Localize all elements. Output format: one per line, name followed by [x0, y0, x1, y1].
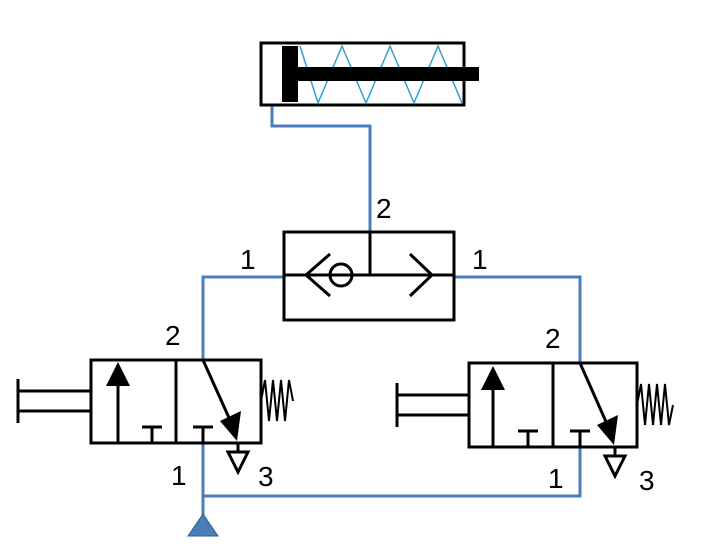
shuttle-valve-left-seat	[303, 252, 331, 298]
line-shuttle-right-to-valve-right	[454, 275, 582, 363]
valve-left-diagonal-flow	[201, 359, 232, 421]
shuttle-valve-right-seat	[408, 252, 435, 298]
valve-left-exhaust-icon	[225, 450, 251, 476]
valve-right-arrow-diagonal-icon	[597, 415, 618, 445]
line-supply-to-valve-right	[203, 447, 582, 498]
valve-right-diagonal-flow	[578, 362, 609, 425]
pressure-source-triangle-icon	[187, 513, 219, 537]
valve-right-arrow-up-icon	[481, 366, 505, 390]
shuttle-valve-ball	[328, 262, 354, 288]
line-shuttle-left-to-valve-left	[201, 275, 284, 360]
valve-right-port-out-label: 2	[545, 323, 561, 354]
valve-left-arrow-up-icon	[106, 362, 130, 386]
valve-left	[16, 358, 294, 476]
valve-left-spring	[260, 379, 294, 422]
valve-right-spring	[636, 383, 674, 426]
shuttle-port-left-label: 1	[240, 244, 256, 275]
valve-left-arrow-diagonal-icon	[220, 411, 241, 441]
valve-right	[395, 361, 674, 480]
valve-right-port-supply-label: 1	[548, 463, 564, 494]
cylinder-piston-rod	[298, 67, 479, 81]
shuttle-port-out-label: 2	[376, 193, 392, 224]
cylinder-piston	[282, 46, 298, 102]
valve-right-exhaust-icon	[602, 454, 628, 480]
single-acting-cylinder	[259, 41, 479, 107]
port-labels: 2 1 1 2 1 3 2 1 3	[165, 193, 655, 496]
shuttle-valve	[282, 230, 456, 322]
line-cylinder-to-shuttle	[270, 105, 372, 232]
pneumatic-lines	[201, 105, 582, 515]
valve-left-port-out-label: 2	[165, 320, 181, 351]
valve-left-port-exhaust-label: 3	[258, 461, 274, 492]
shuttle-port-right-label: 1	[472, 244, 488, 275]
valve-right-port-exhaust-label: 3	[639, 465, 655, 496]
valve-left-port-supply-label: 1	[171, 460, 187, 491]
